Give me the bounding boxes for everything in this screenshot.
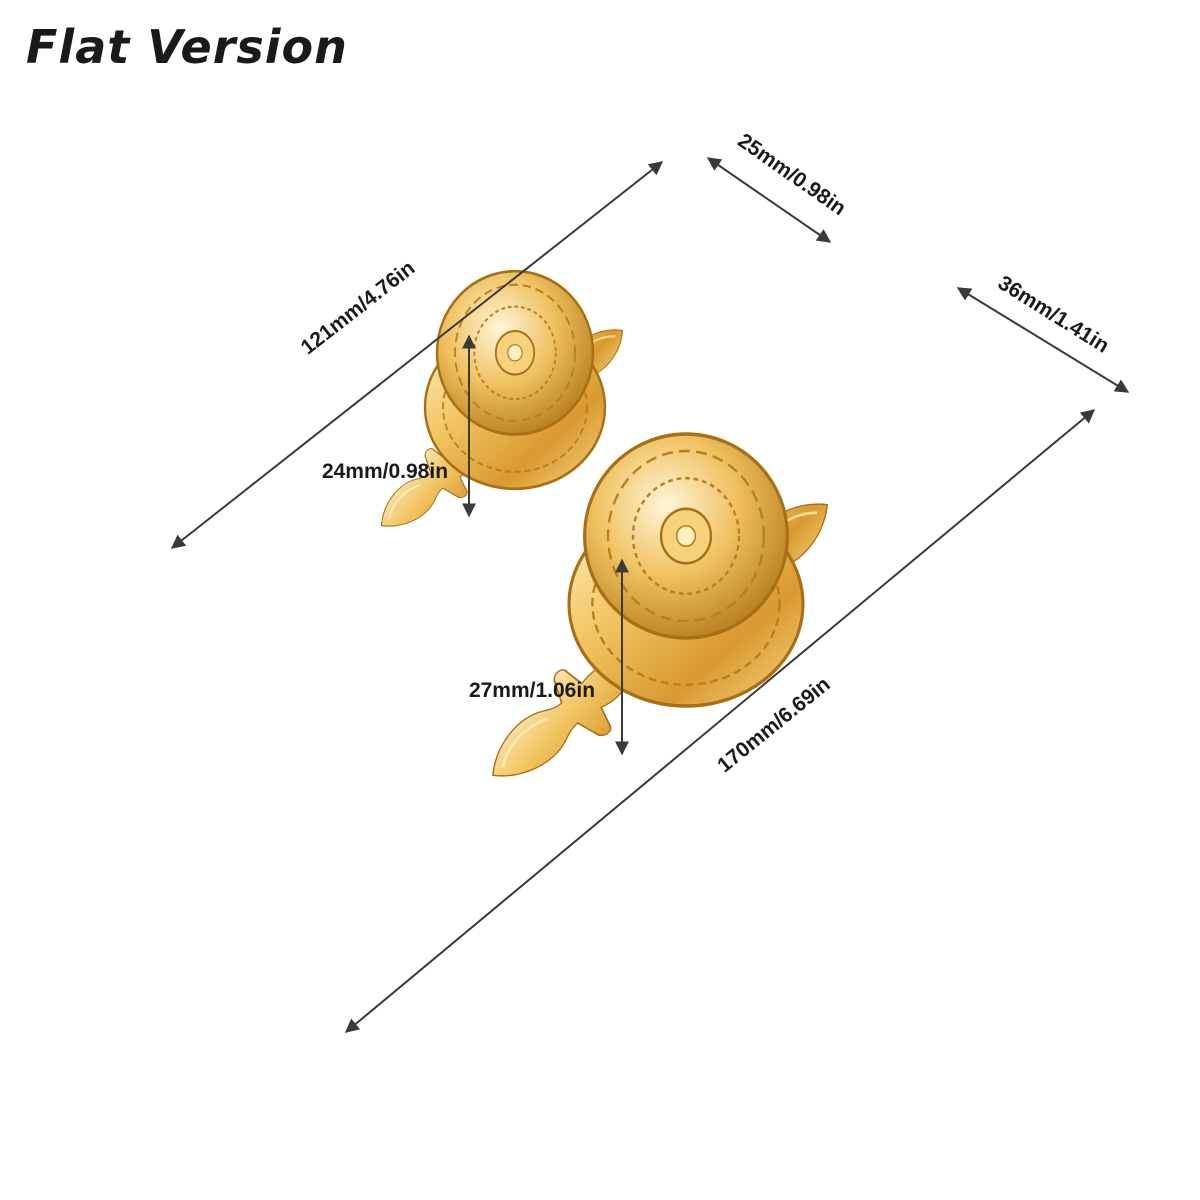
large-width-arrow xyxy=(956,287,1130,393)
small-length-arrow xyxy=(170,161,664,549)
large-handle-illustration xyxy=(466,432,854,808)
small-width-label: 25mm/0.98in xyxy=(733,129,849,220)
small-height-label: 24mm/0.98in xyxy=(322,460,448,483)
large-width-label: 36mm/1.41in xyxy=(994,271,1113,357)
small-length-label: 121mm/4.76in xyxy=(297,256,420,359)
small-width-arrow xyxy=(706,157,832,243)
large-length-arrow xyxy=(344,409,1096,1033)
page-title: Flat Version xyxy=(26,20,348,74)
large-height-label: 27mm/1.06in xyxy=(469,679,595,702)
